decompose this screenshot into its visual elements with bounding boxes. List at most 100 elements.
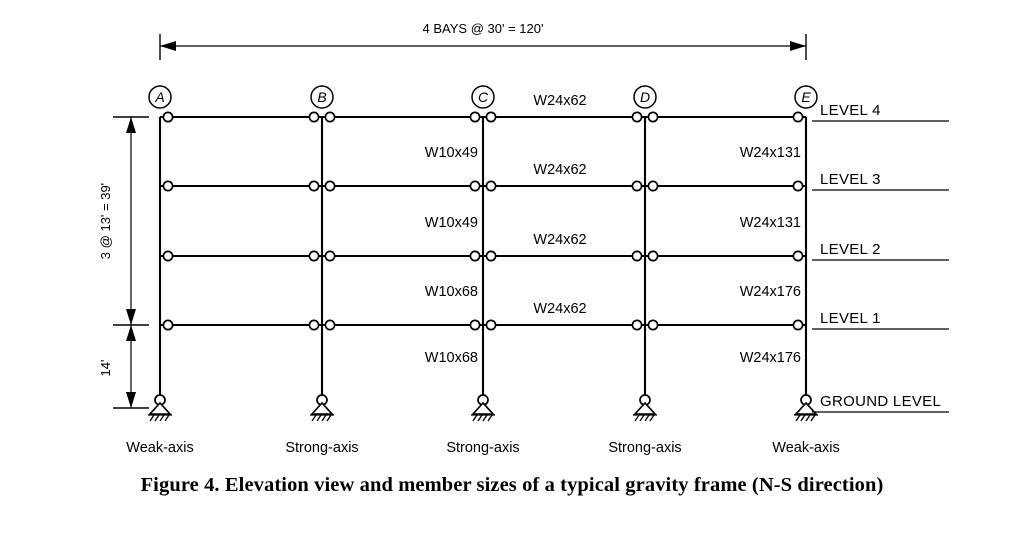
horizontal-dimension: 4 BAYS @ 30' = 120' <box>159 21 807 60</box>
pin-connection-icon <box>162 250 174 262</box>
vertical-dimension-lower: 14' <box>98 325 149 409</box>
pin-connection-icon <box>792 180 804 192</box>
level-label-3: LEVEL 3 <box>820 171 881 188</box>
support-hatch <box>482 414 488 422</box>
support-triangle-icon <box>310 401 334 415</box>
grid-bubble-c <box>471 85 495 109</box>
grid-label-b: B <box>317 89 326 105</box>
pin-connection-icon <box>162 180 174 192</box>
beams <box>160 115 806 327</box>
level-label-ground: GROUND LEVEL <box>820 393 941 410</box>
pin-connection-icon <box>324 319 336 331</box>
pin-connection-icon <box>324 250 336 262</box>
pin-connection-icon <box>162 319 174 331</box>
column-size-label-exterior-story-1: W24x176 <box>740 350 801 366</box>
beam-size-label-level-4: W24x62 <box>533 93 586 109</box>
support-triangle-icon <box>148 401 172 415</box>
pin-connection-icon <box>162 111 174 123</box>
interior-column-size-labels: W10x49 W10x49 W10x68 W10x68 <box>425 145 478 366</box>
vertical-dimension-lower-label: 14' <box>98 360 113 377</box>
level-label-4: LEVEL 4 <box>820 102 881 119</box>
pin-connection-icon <box>792 111 804 123</box>
pin-connection-icon <box>485 319 497 331</box>
support-hatch <box>159 414 165 422</box>
column-size-label-interior-story-2: W10x68 <box>425 284 478 300</box>
pin-connection-icon <box>631 111 643 123</box>
horizontal-dimension-label: 4 BAYS @ 30' = 120' <box>423 21 544 36</box>
orientation-label-a: Weak-axis <box>126 440 193 456</box>
pin-connection-icon <box>792 319 804 331</box>
column-size-label-interior-story-1: W10x68 <box>425 350 478 366</box>
pin-support-b <box>310 394 334 422</box>
grid-label-d: D <box>640 89 650 105</box>
support-hatch <box>634 414 640 422</box>
support-hatch <box>644 414 650 422</box>
grid-bubble-b <box>310 85 334 109</box>
beam-size-labels: W24x62 W24x62 W24x62 W24x62 <box>533 93 586 317</box>
column-size-label-interior-story-4: W10x49 <box>425 145 478 161</box>
grid-bubble-a <box>148 85 172 109</box>
grid-label-a: A <box>154 89 164 105</box>
support-hatch <box>649 414 655 422</box>
pin-connection-icon <box>631 250 643 262</box>
arrowhead-up-icon <box>126 117 136 133</box>
pin-connection-icon <box>469 250 481 262</box>
support-hatch <box>805 414 811 422</box>
pin-support-c <box>471 394 495 422</box>
support-triangle-icon <box>471 401 495 415</box>
pin-connection-icon <box>647 111 659 123</box>
support-triangle-icon <box>794 401 818 415</box>
support-triangle-icon <box>633 401 657 415</box>
pin-connection-icon <box>647 250 659 262</box>
level-label-2: LEVEL 2 <box>820 241 881 258</box>
arrowhead-up-icon-2 <box>126 325 136 341</box>
pin-support-a <box>148 394 172 422</box>
orientation-label-e: Weak-axis <box>772 440 839 456</box>
vertical-dimension-upper-label: 3 @ 13' = 39' <box>98 183 113 259</box>
column-size-label-exterior-story-3: W24x131 <box>740 215 801 231</box>
pin-connection-icon <box>792 250 804 262</box>
grid-label-c: C <box>478 89 489 105</box>
pin-connection-icon <box>485 250 497 262</box>
column-orientation-labels: Weak-axis Strong-axis Strong-axis Strong… <box>126 440 839 456</box>
support-hatch <box>810 414 816 422</box>
pin-connection-icon <box>631 319 643 331</box>
pin-support-e <box>794 394 818 422</box>
pin-connection-icon <box>485 180 497 192</box>
pin-connection-icon <box>324 180 336 192</box>
pin-connections <box>162 111 804 331</box>
level-markers: LEVEL 4 LEVEL 3 LEVEL 2 LEVEL 1 GROUND L… <box>812 102 949 413</box>
pin-connection-icon <box>469 319 481 331</box>
beam-size-label-level-2: W24x62 <box>533 232 586 248</box>
support-hatch <box>795 414 801 422</box>
grid-label-e: E <box>801 89 811 105</box>
support-hatch <box>311 414 317 422</box>
pin-support-d <box>633 394 657 422</box>
orientation-label-b: Strong-axis <box>285 440 358 456</box>
support-hatch <box>316 414 322 422</box>
vertical-dimension-upper: 3 @ 13' = 39' <box>98 116 149 326</box>
pin-connection-icon <box>308 111 320 123</box>
support-hatch <box>149 414 155 422</box>
beam-size-label-level-3: W24x62 <box>533 162 586 178</box>
grid-bubbles: A B C D E <box>148 85 818 109</box>
pin-connection-icon <box>469 111 481 123</box>
support-hatch <box>164 414 170 422</box>
arrowhead-left-icon <box>160 41 176 51</box>
support-hatch <box>800 414 806 422</box>
pin-connection-icon <box>308 180 320 192</box>
elevation-frame-drawing: 4 BAYS @ 30' = 120' 3 @ 13' = 39' 14' A … <box>98 21 949 456</box>
arrowhead-right-icon <box>790 41 806 51</box>
pin-connection-icon <box>485 111 497 123</box>
beam-size-label-level-1: W24x62 <box>533 301 586 317</box>
exterior-column-size-labels: W24x131 W24x131 W24x176 W24x176 <box>740 145 801 366</box>
columns <box>158 117 808 400</box>
pin-connection-icon <box>308 319 320 331</box>
column-size-label-interior-story-3: W10x49 <box>425 215 478 231</box>
level-label-1: LEVEL 1 <box>820 310 881 327</box>
support-hatch <box>477 414 483 422</box>
support-hatch <box>487 414 493 422</box>
support-hatch <box>326 414 332 422</box>
column-size-label-exterior-story-4: W24x131 <box>740 145 801 161</box>
pin-connection-icon <box>647 180 659 192</box>
